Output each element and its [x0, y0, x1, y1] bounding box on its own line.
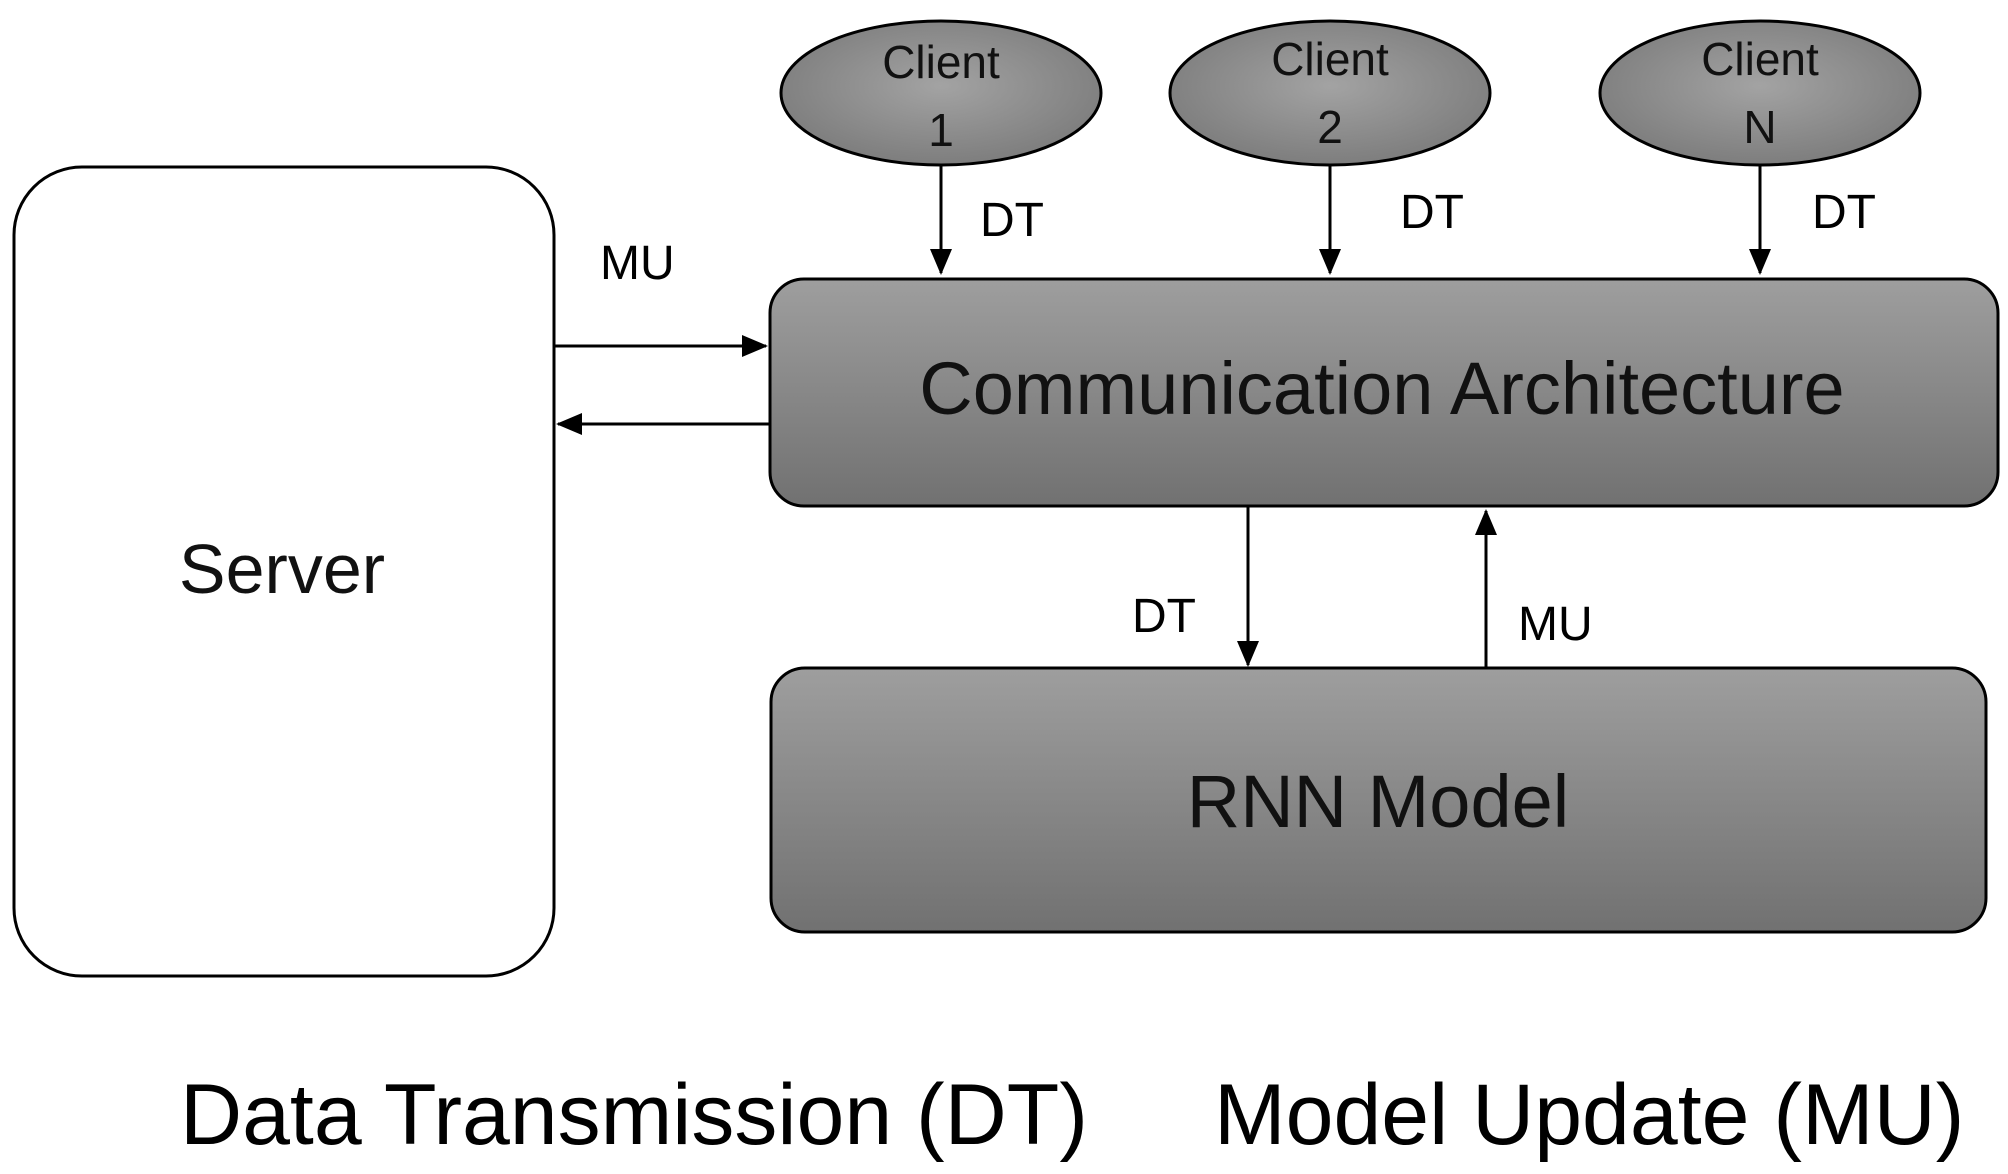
- communication-architecture-label: Communication Architecture: [919, 347, 1844, 430]
- client-2-line2: 2: [1317, 101, 1343, 153]
- rnn-model-label: RNN Model: [1187, 760, 1569, 843]
- client-n-dt-label: DT: [1812, 186, 1876, 239]
- communication-architecture-node: Communication Architecture: [768, 277, 2000, 508]
- legend-dt: Data Transmission (DT): [180, 1067, 1088, 1163]
- comm-to-rnn-dt-label: DT: [1132, 590, 1196, 643]
- client-2-line1: Client: [1271, 33, 1389, 85]
- client-2-node: Client 2: [1168, 19, 1492, 167]
- client-1-line1: Client: [882, 36, 1000, 88]
- legend-mu: Model Update (MU): [1214, 1067, 1964, 1163]
- server-node: Server: [12, 165, 556, 978]
- client-n-node: Client N: [1598, 19, 1922, 167]
- server-exchange-mu-label: MU: [600, 237, 675, 290]
- client-n-line1: Client: [1701, 33, 1819, 85]
- client-1-node: Client 1: [779, 19, 1103, 167]
- server-label: Server: [179, 530, 385, 608]
- client-1-dt-label: DT: [980, 194, 1044, 247]
- rnn-to-comm-mu-label: MU: [1518, 598, 1593, 651]
- client-2-dt-label: DT: [1400, 186, 1464, 239]
- client-1-line2: 1: [928, 104, 954, 156]
- rnn-model-node: RNN Model: [769, 666, 1988, 934]
- client-n-line2: N: [1743, 101, 1776, 153]
